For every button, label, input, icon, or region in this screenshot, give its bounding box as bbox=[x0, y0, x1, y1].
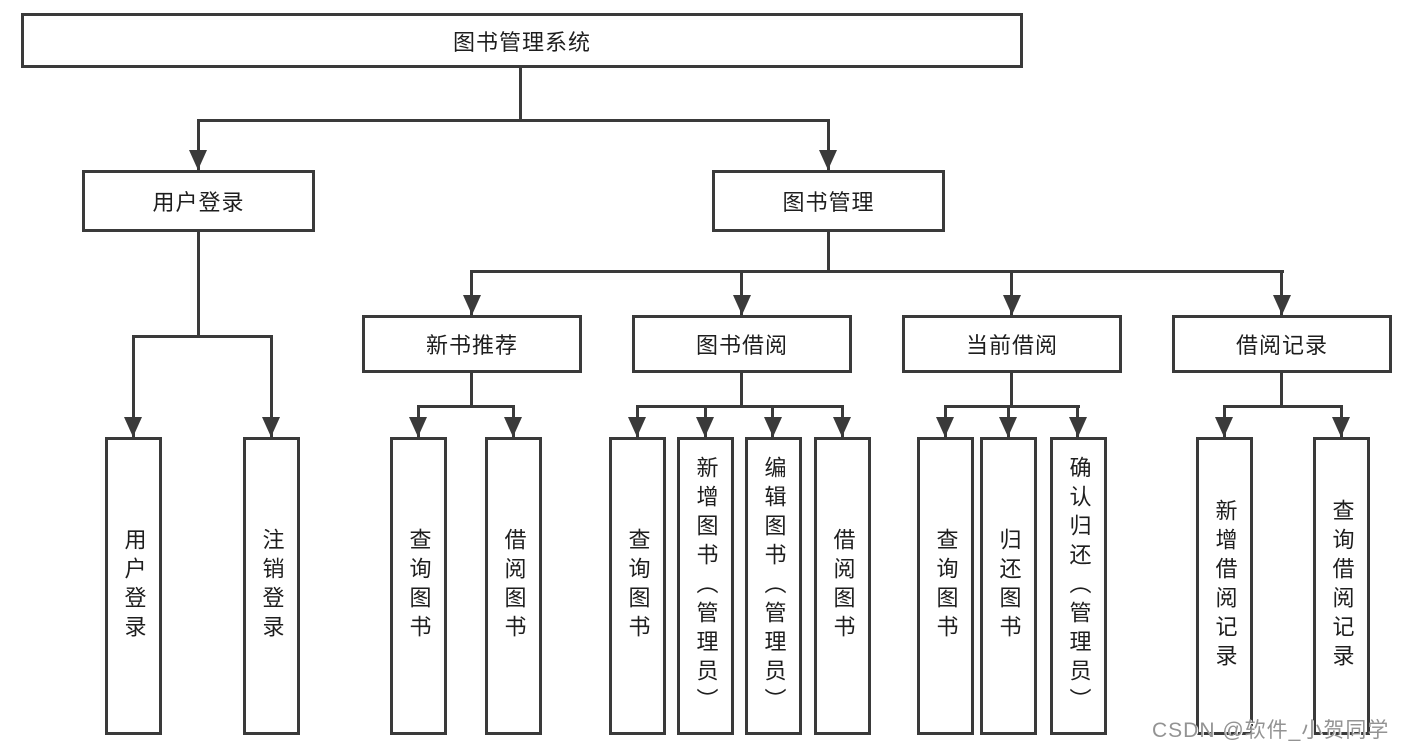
leaf-borrow-books-recommend: 借阅图书 bbox=[485, 437, 542, 735]
arrow-down-icon bbox=[1003, 295, 1021, 315]
connector-stem-level3 bbox=[1010, 273, 1013, 315]
connector-trunk-user-login bbox=[197, 232, 200, 338]
arrow-down-icon bbox=[764, 417, 782, 437]
leaf-query-books-current: 查询图书 bbox=[917, 437, 974, 735]
arrow-down-icon bbox=[1332, 417, 1350, 437]
arrow-down-icon bbox=[936, 417, 954, 437]
arrow-down-icon bbox=[504, 417, 522, 437]
arrow-down-icon bbox=[819, 150, 837, 170]
arrow-down-icon bbox=[1215, 417, 1233, 437]
connector-stem-book-management bbox=[827, 122, 830, 170]
connector-bar-borrowing-records bbox=[1223, 405, 1343, 408]
arrow-down-icon bbox=[1273, 295, 1291, 315]
node-user-login: 用户登录 bbox=[82, 170, 315, 232]
node-current-borrowing: 当前借阅 bbox=[902, 315, 1122, 373]
connector-trunk-new-book bbox=[470, 373, 473, 408]
connector-stem-level3 bbox=[1280, 273, 1283, 315]
leaf-user-login: 用户登录 bbox=[105, 437, 162, 735]
connector-trunk-book-management bbox=[827, 232, 830, 273]
connector-stem-leaf bbox=[270, 338, 273, 437]
leaf-query-borrow-record: 查询借阅记录 bbox=[1313, 437, 1370, 735]
connector-bar-current-borrowing bbox=[944, 405, 1080, 408]
connector-stem-level3 bbox=[470, 273, 473, 315]
csdn-watermark: CSDN @软件_小贺同学 bbox=[1152, 719, 1390, 742]
arrow-down-icon bbox=[999, 417, 1017, 437]
node-book-borrowing: 图书借阅 bbox=[632, 315, 852, 373]
node-book-management: 图书管理 bbox=[712, 170, 945, 232]
connector-bar-new-book bbox=[417, 405, 515, 408]
arrow-down-icon bbox=[189, 150, 207, 170]
arrow-down-icon bbox=[409, 417, 427, 437]
connector-stem-leaf bbox=[132, 338, 135, 437]
leaf-borrow-books-borrow: 借阅图书 bbox=[814, 437, 871, 735]
connector-trunk-current-borrowing bbox=[1010, 373, 1013, 408]
connector-bar-book-management bbox=[470, 270, 1284, 273]
connector-stem-level3 bbox=[740, 273, 743, 315]
node-borrowing-records: 借阅记录 bbox=[1172, 315, 1392, 373]
connector-bar-user-login bbox=[132, 335, 273, 338]
leaf-return-books: 归还图书 bbox=[980, 437, 1037, 735]
leaf-add-borrow-record: 新增借阅记录 bbox=[1196, 437, 1253, 735]
leaf-edit-books-admin: 编辑图书（管理员） bbox=[745, 437, 802, 735]
arrow-down-icon bbox=[1069, 417, 1087, 437]
connector-bar-root bbox=[197, 119, 830, 122]
arrow-down-icon bbox=[833, 417, 851, 437]
connector-stem-user-login bbox=[197, 122, 200, 170]
connector-trunk-root bbox=[519, 68, 522, 122]
leaf-query-books-recommend: 查询图书 bbox=[390, 437, 447, 735]
arrow-down-icon bbox=[463, 295, 481, 315]
leaf-query-books-borrow: 查询图书 bbox=[609, 437, 666, 735]
arrow-down-icon bbox=[628, 417, 646, 437]
leaf-logout: 注销登录 bbox=[243, 437, 300, 735]
connector-trunk-borrowing-records bbox=[1280, 373, 1283, 408]
leaf-confirm-return-admin: 确认归还（管理员） bbox=[1050, 437, 1107, 735]
arrow-down-icon bbox=[696, 417, 714, 437]
connector-trunk-book-borrowing bbox=[740, 373, 743, 408]
connector-bar-book-borrowing bbox=[636, 405, 844, 408]
node-new-book-recommendation: 新书推荐 bbox=[362, 315, 582, 373]
arrow-down-icon bbox=[262, 417, 280, 437]
arrow-down-icon bbox=[124, 417, 142, 437]
leaf-add-books-admin: 新增图书（管理员） bbox=[677, 437, 734, 735]
arrow-down-icon bbox=[733, 295, 751, 315]
node-root-library-management-system: 图书管理系统 bbox=[21, 13, 1023, 68]
